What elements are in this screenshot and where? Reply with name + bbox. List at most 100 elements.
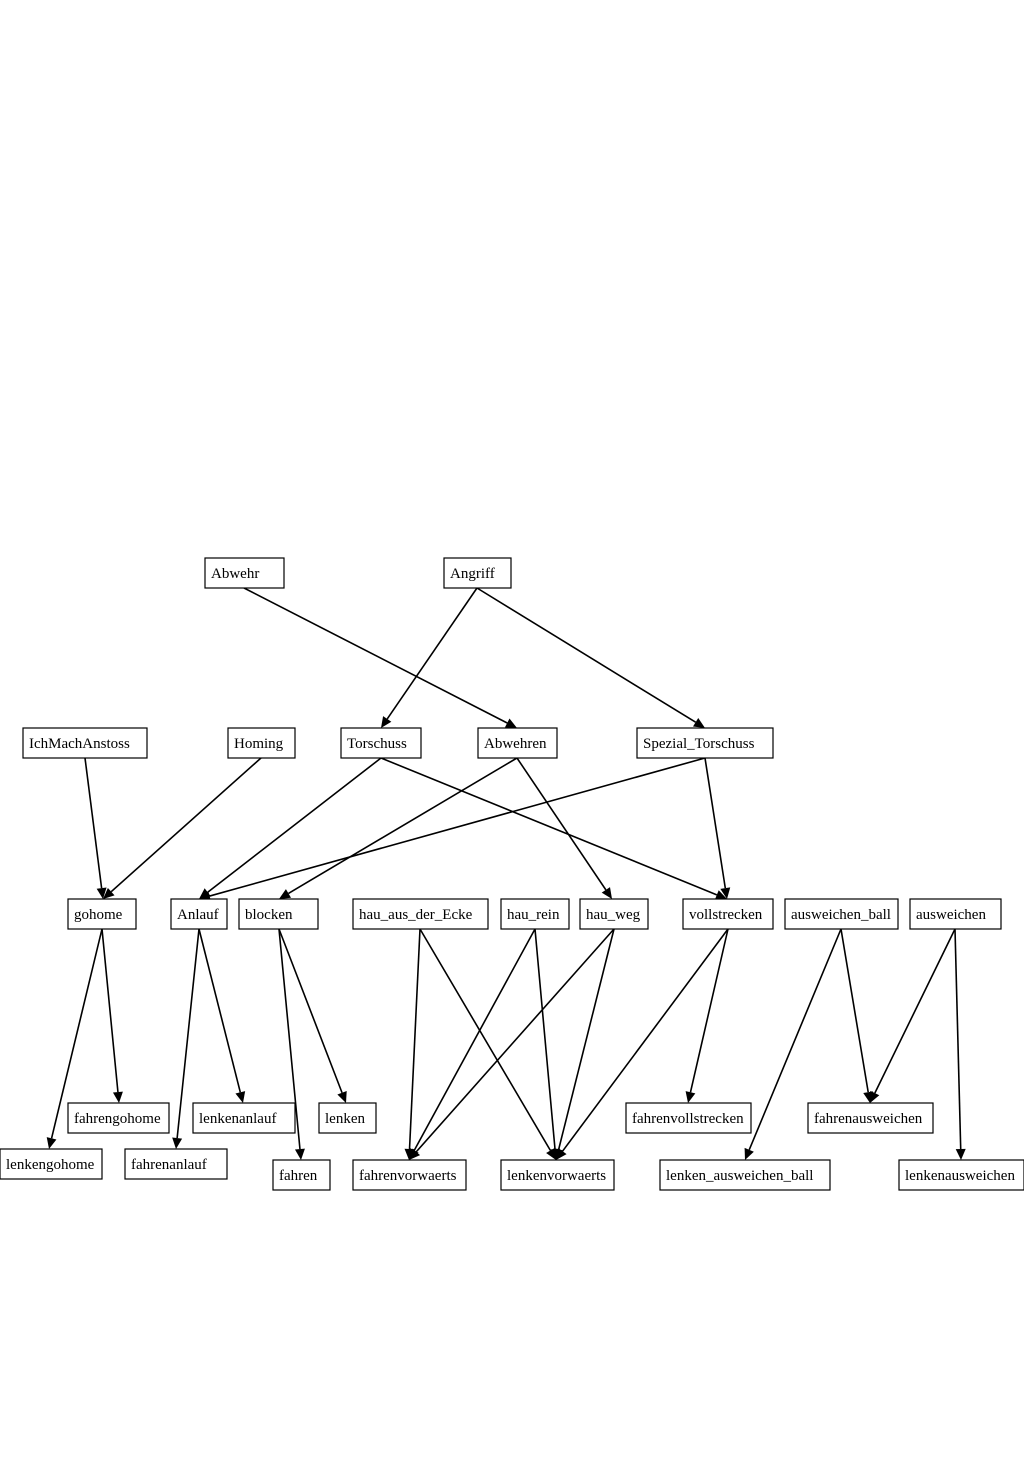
arrowhead — [172, 1137, 183, 1149]
edge-torschuss-to-anlauf — [199, 757, 382, 899]
node-box — [443, 557, 512, 589]
node-box — [67, 898, 137, 930]
edge-vollstrecken-to-lenkenvorwaerts — [556, 928, 729, 1160]
arrowhead — [556, 1148, 567, 1160]
edge-line — [278, 928, 301, 1150]
node-box — [500, 898, 570, 930]
node-box — [124, 1148, 228, 1180]
node-label: lenkengohome — [6, 1157, 95, 1173]
edge-abwehr-to-abwehren — [243, 587, 517, 728]
node-hau-weg: hau_weg — [579, 898, 649, 930]
node-lenken-ausweichen-ball: lenken_ausweichen_ball — [659, 1159, 831, 1191]
node-gohome: gohome — [67, 898, 137, 930]
node-label: gohome — [74, 907, 123, 923]
edge-line — [101, 928, 119, 1093]
edge-ausweichen-ball-to-fahrenausweichen — [840, 928, 874, 1103]
node-torschuss: Torschuss — [340, 727, 422, 759]
edge-line — [954, 928, 962, 1150]
node-label: fahren — [279, 1168, 318, 1184]
node-ichmachanstoss: IchMachAnstoss — [22, 727, 148, 759]
edge-angriff-to-torschuss — [381, 587, 478, 728]
edge-line — [419, 928, 552, 1151]
node-label: vollstrecken — [689, 907, 763, 923]
arrowhead — [504, 718, 517, 728]
node-hau-rein: hau_rein — [500, 898, 570, 930]
node-box — [340, 727, 422, 759]
node-box — [352, 1159, 467, 1191]
edge-ausweichen-to-fahrenausweichen — [870, 928, 956, 1103]
node-label: lenken_ausweichen_ball — [666, 1168, 813, 1184]
edge-line — [557, 928, 615, 1150]
node-homing: Homing — [227, 727, 296, 759]
arrowhead — [337, 1090, 347, 1103]
arrowhead — [235, 1091, 246, 1103]
node-label: Homing — [234, 736, 284, 752]
node-box — [272, 1159, 331, 1191]
node-fahrenvorwaerts: fahrenvorwaerts — [352, 1159, 467, 1191]
edge-gohome-to-lenkengohome — [46, 928, 103, 1149]
edge-line — [278, 928, 343, 1094]
edge-line — [704, 757, 727, 889]
node-box — [204, 557, 285, 589]
node-box — [682, 898, 774, 930]
node-lenken: lenken — [318, 1102, 377, 1134]
arrowhead — [279, 889, 292, 899]
node-box — [0, 1148, 103, 1180]
edge-line — [874, 928, 956, 1094]
arrowhead — [601, 887, 612, 899]
node-label: Spezial_Torschuss — [643, 736, 755, 752]
node-box — [318, 1102, 377, 1134]
edge-line — [534, 928, 556, 1150]
node-box — [22, 727, 148, 759]
node-anlauf: Anlauf — [170, 898, 228, 930]
node-label: lenken — [325, 1111, 365, 1127]
edge-vollstrecken-to-fahrenvollstrecken — [685, 928, 729, 1103]
node-label: Angriff — [450, 566, 495, 582]
arrowhead — [96, 887, 107, 899]
node-label: ausweichen — [916, 907, 986, 923]
edge-gohome-to-fahrengohome — [101, 928, 123, 1103]
edge-line — [110, 757, 262, 893]
edge-hau-weg-to-fahrenvorwaerts — [409, 928, 615, 1160]
node-fahrenausweichen: fahrenausweichen — [807, 1102, 934, 1134]
node-label: fahrenausweichen — [814, 1111, 923, 1127]
node-fahrenvollstrecken: fahrenvollstrecken — [625, 1102, 752, 1134]
node-box — [238, 898, 319, 930]
edge-torschuss-to-vollstrecken — [380, 757, 727, 900]
node-label: hau_weg — [586, 907, 641, 923]
edge-line — [516, 757, 607, 891]
node-ausweichen-ball: ausweichen_ball — [784, 898, 899, 930]
edge-ausweichen-to-lenkenausweichen — [954, 928, 966, 1160]
node-label: Abwehr — [211, 566, 259, 582]
arrowhead — [46, 1137, 57, 1149]
edge-line — [288, 757, 518, 895]
arrowhead — [294, 1148, 305, 1160]
arrowhead — [112, 1091, 123, 1103]
node-fahrengohome: fahrengohome — [67, 1102, 170, 1134]
node-label: Torschuss — [347, 736, 407, 752]
node-box — [227, 727, 296, 759]
node-abwehr: Abwehr — [204, 557, 285, 589]
edge-blocken-to-fahren — [278, 928, 305, 1160]
arrowhead — [685, 1091, 696, 1103]
node-lenkenvorwaerts: lenkenvorwaerts — [500, 1159, 615, 1191]
node-box — [477, 727, 558, 759]
arrowhead — [955, 1148, 966, 1160]
node-box — [659, 1159, 831, 1191]
node-box — [192, 1102, 296, 1134]
edge-line — [415, 928, 615, 1153]
edges-layer — [46, 587, 966, 1160]
node-label: fahrenvollstrecken — [632, 1111, 744, 1127]
edge-line — [209, 757, 706, 897]
node-fahren: fahren — [272, 1159, 331, 1191]
arrowhead — [103, 887, 115, 899]
node-box — [807, 1102, 934, 1134]
node-box — [352, 898, 489, 930]
arrowhead — [409, 1148, 421, 1160]
edge-line — [380, 757, 718, 896]
node-spezial-torschuss: Spezial_Torschuss — [636, 727, 774, 759]
edge-abwehren-to-blocken — [279, 757, 518, 899]
edge-line — [386, 587, 478, 720]
